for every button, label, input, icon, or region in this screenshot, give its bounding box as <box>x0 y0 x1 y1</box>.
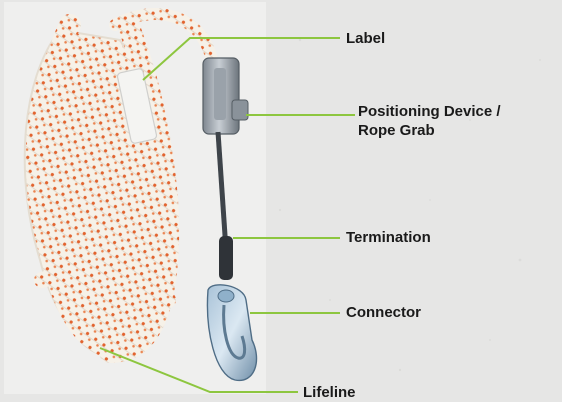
callout-label-termination: Termination <box>346 228 431 247</box>
callout-label-positioning-device: Positioning Device / Rope Grab <box>358 102 501 140</box>
callout-label-lifeline: Lifeline <box>303 383 356 402</box>
callout-label-connector: Connector <box>346 303 421 322</box>
callout-positioning-line2: Rope Grab <box>358 121 501 140</box>
callout-label-label: Label <box>346 29 385 48</box>
termination-sleeve <box>219 236 233 280</box>
callout-positioning-line1: Positioning Device / <box>358 102 501 121</box>
